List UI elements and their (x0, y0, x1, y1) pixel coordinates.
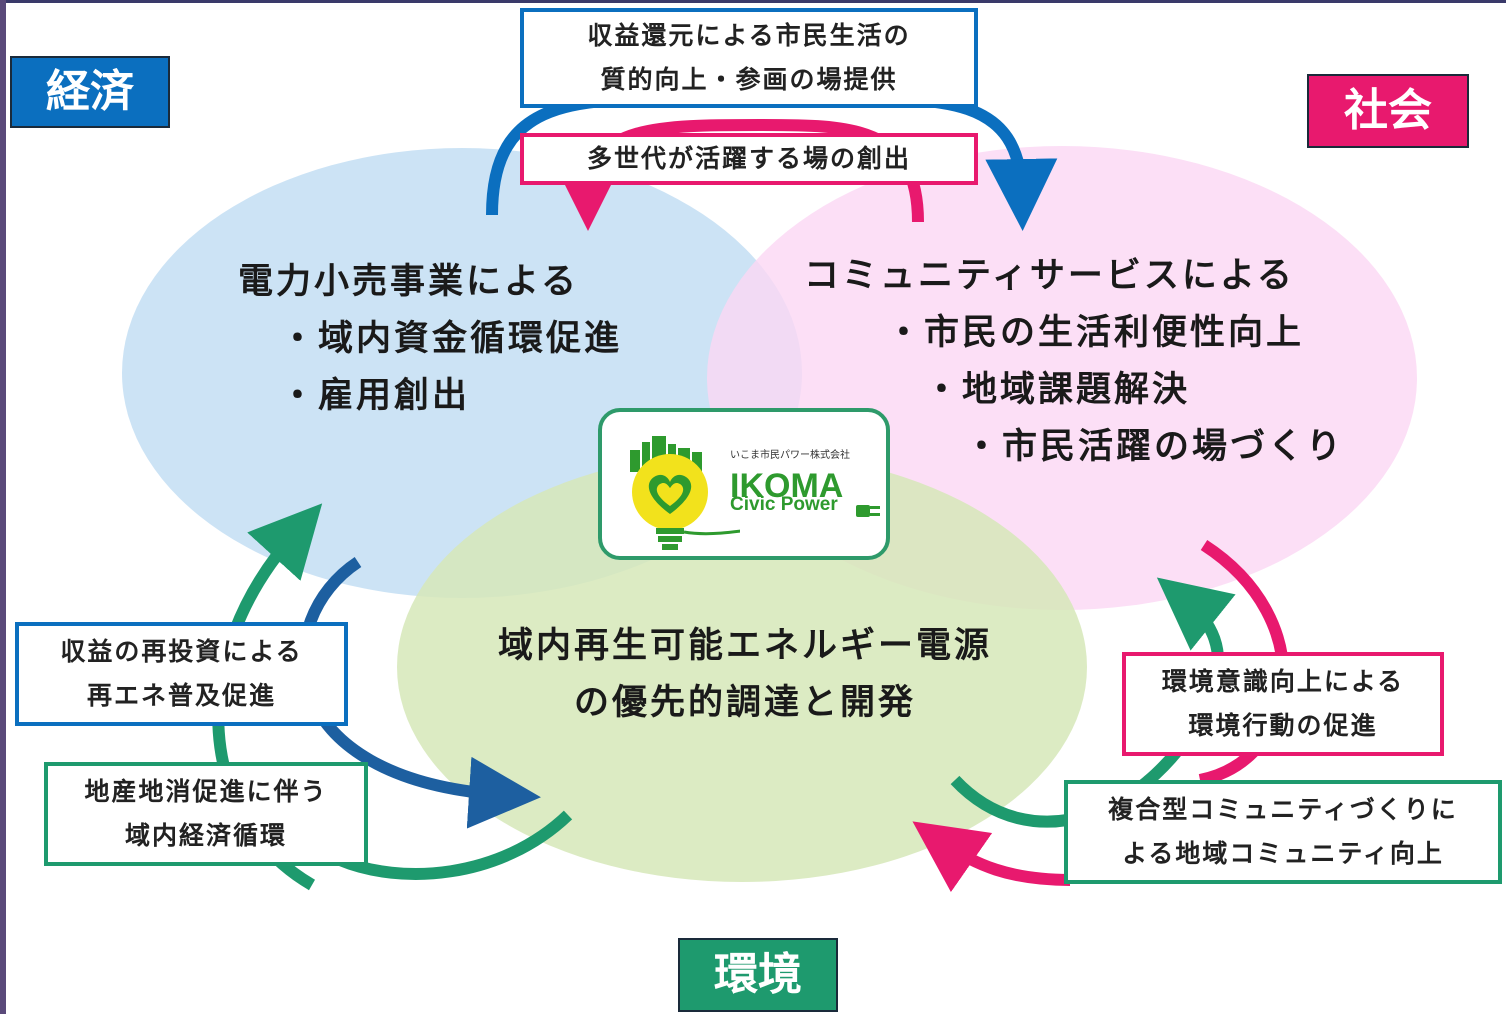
box-left-blue: 収益の再投資による 再エネ普及促進 (15, 622, 348, 726)
environment-circle (397, 452, 1087, 882)
box-top-blue-line-1: 収益還元による市民生活の (587, 21, 911, 50)
box-right-pink-line-1: 環境意識向上による (1161, 667, 1405, 696)
plug-icon (856, 505, 880, 517)
frame-left-border (0, 0, 6, 1014)
box-right-pink-line-2: 環境行動の促進 (1188, 711, 1378, 740)
box-left-green: 地産地消促進に伴う 域内経済循環 (44, 762, 368, 866)
box-right-green: 複合型コミュニティづくりに よる地域コミュニティ向上 (1064, 780, 1502, 884)
society-text: コミュニティサービスによる ・市民の生活利便性向上 ・地域課題解決 ・市民活躍の… (804, 248, 1344, 476)
left-green-arrow-env (337, 810, 573, 880)
society-label: 社会 (1307, 74, 1469, 148)
box-top-pink-line-1: 多世代が活躍する場の創出 (586, 144, 911, 173)
environment-label: 環境 (678, 938, 838, 1012)
ikoma-civic-power-logo: いこま市民パワー株式会社 IKOMA Civic Power (598, 408, 890, 560)
environment-line-2: の優先的調達と開発 (573, 683, 916, 723)
society-heading: コミュニティサービスによる (804, 256, 1295, 296)
economy-heading: 電力小売事業による (238, 262, 579, 302)
box-right-green-line-1: 複合型コミュニティづくりに (1108, 795, 1458, 824)
right-pink-arrow-env (912, 821, 1071, 893)
economy-text: 電力小売事業による ・域内資金循環促進 ・雇用創出 (238, 254, 622, 425)
box-top-pink: 多世代が活躍する場の創出 (520, 133, 978, 185)
logo-company-name: いこま市民パワー株式会社 (730, 450, 850, 461)
economy-item-1: ・域内資金循環促進 (280, 319, 623, 359)
box-right-green-line-2: よる地域コミュニティ向上 (1122, 839, 1444, 868)
box-left-blue-line-2: 再エネ普及促進 (86, 681, 276, 710)
logo-subtitle: Civic Power (730, 494, 838, 515)
society-item-2: ・地域課題解決 (924, 370, 1191, 410)
box-right-pink: 環境意識向上による 環境行動の促進 (1122, 652, 1444, 756)
box-left-blue-line-1: 収益の再投資による (60, 637, 303, 666)
economy-item-2: ・雇用創出 (280, 376, 471, 416)
society-item-1: ・市民の生活利便性向上 (886, 313, 1305, 353)
lightbulb-heart-icon (630, 436, 740, 550)
logo-brand: IKOMA (730, 467, 844, 505)
box-left-green-line-2: 域内経済循環 (124, 821, 287, 850)
box-top-blue: 収益還元による市民生活の 質的向上・参画の場提供 (520, 8, 978, 108)
box-top-blue-line-2: 質的向上・参画の場提供 (600, 65, 898, 94)
society-item-3: ・市民活躍の場づくり (964, 427, 1345, 467)
environment-text: 域内再生可能エネルギー電源 の優先的調達と開発 (490, 618, 1000, 732)
frame-top-border (0, 0, 1506, 3)
box-left-green-line-1: 地産地消促進に伴う (84, 777, 328, 806)
economy-label: 経済 (10, 56, 170, 128)
environment-line-1: 域内再生可能エネルギー電源 (497, 626, 992, 666)
